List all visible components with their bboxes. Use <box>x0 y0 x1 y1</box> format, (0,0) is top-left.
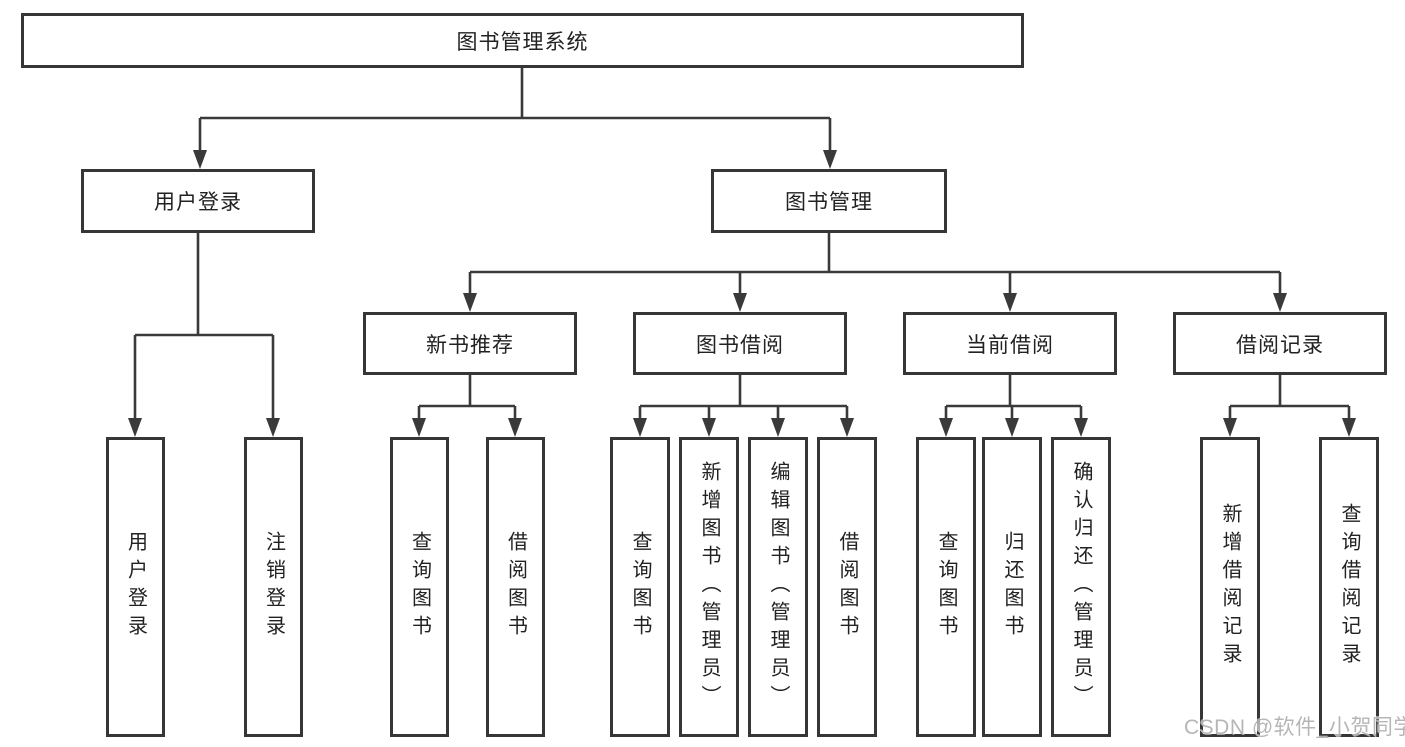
leaf-confirm-return-admin: 确认归还（管理员） <box>1051 437 1111 737</box>
node-label: 新增借阅记录 <box>1219 503 1241 671</box>
arrowhead-icons <box>128 150 1356 437</box>
node-label: 用户登录 <box>154 191 242 214</box>
node-label: 查询图书 <box>408 531 431 643</box>
node-label: 查询借阅记录 <box>1338 503 1360 671</box>
node-label: 归还图书 <box>1001 531 1023 643</box>
leaf-query-books-current: 查询图书 <box>916 437 976 737</box>
node-label: 图书管理系统 <box>456 30 589 54</box>
node-borrowing-records: 借阅记录 <box>1173 312 1387 375</box>
node-new-book-recommendation: 新书推荐 <box>363 312 577 375</box>
node-label: 注销登录 <box>262 531 285 643</box>
node-label: 借阅图书 <box>504 531 527 643</box>
node-book-management: 图书管理 <box>711 169 947 233</box>
node-label: 查询图书 <box>629 531 651 643</box>
leaf-borrow-books-borrowing: 借阅图书 <box>817 437 877 737</box>
node-label: 借阅图书 <box>836 531 858 643</box>
node-label: 当前借阅 <box>966 333 1054 357</box>
node-current-borrowing: 当前借阅 <box>903 312 1117 375</box>
leaf-logout: 注销登录 <box>244 437 303 737</box>
node-library-management-system: 图书管理系统 <box>21 13 1024 68</box>
leaf-query-borrow-record: 查询借阅记录 <box>1319 437 1379 737</box>
csdn-watermark: CSDN @软件_小贺同学 <box>1184 716 1405 739</box>
node-label: 用户登录 <box>124 531 147 643</box>
node-label: 确认归还（管理员） <box>1070 461 1092 713</box>
node-label: 借阅记录 <box>1236 333 1324 357</box>
leaf-query-books-recommend: 查询图书 <box>390 437 449 737</box>
node-label: 图书管理 <box>785 191 873 214</box>
leaf-add-borrow-record: 新增借阅记录 <box>1200 437 1260 737</box>
node-label: 编辑图书（管理员） <box>767 461 789 713</box>
node-book-borrowing: 图书借阅 <box>633 312 847 375</box>
leaf-user-login: 用户登录 <box>106 437 165 737</box>
leaf-borrow-books-recommend: 借阅图书 <box>486 437 545 737</box>
node-label: 新增图书（管理员） <box>698 461 720 713</box>
node-user-login-group: 用户登录 <box>81 169 315 233</box>
leaf-query-books-borrowing: 查询图书 <box>610 437 670 737</box>
leaf-return-books: 归还图书 <box>982 437 1042 737</box>
node-label: 查询图书 <box>935 531 957 643</box>
node-label: 新书推荐 <box>426 333 514 357</box>
node-label: 图书借阅 <box>696 333 784 357</box>
leaf-add-book-admin: 新增图书（管理员） <box>679 437 739 737</box>
leaf-edit-book-admin: 编辑图书（管理员） <box>748 437 808 737</box>
